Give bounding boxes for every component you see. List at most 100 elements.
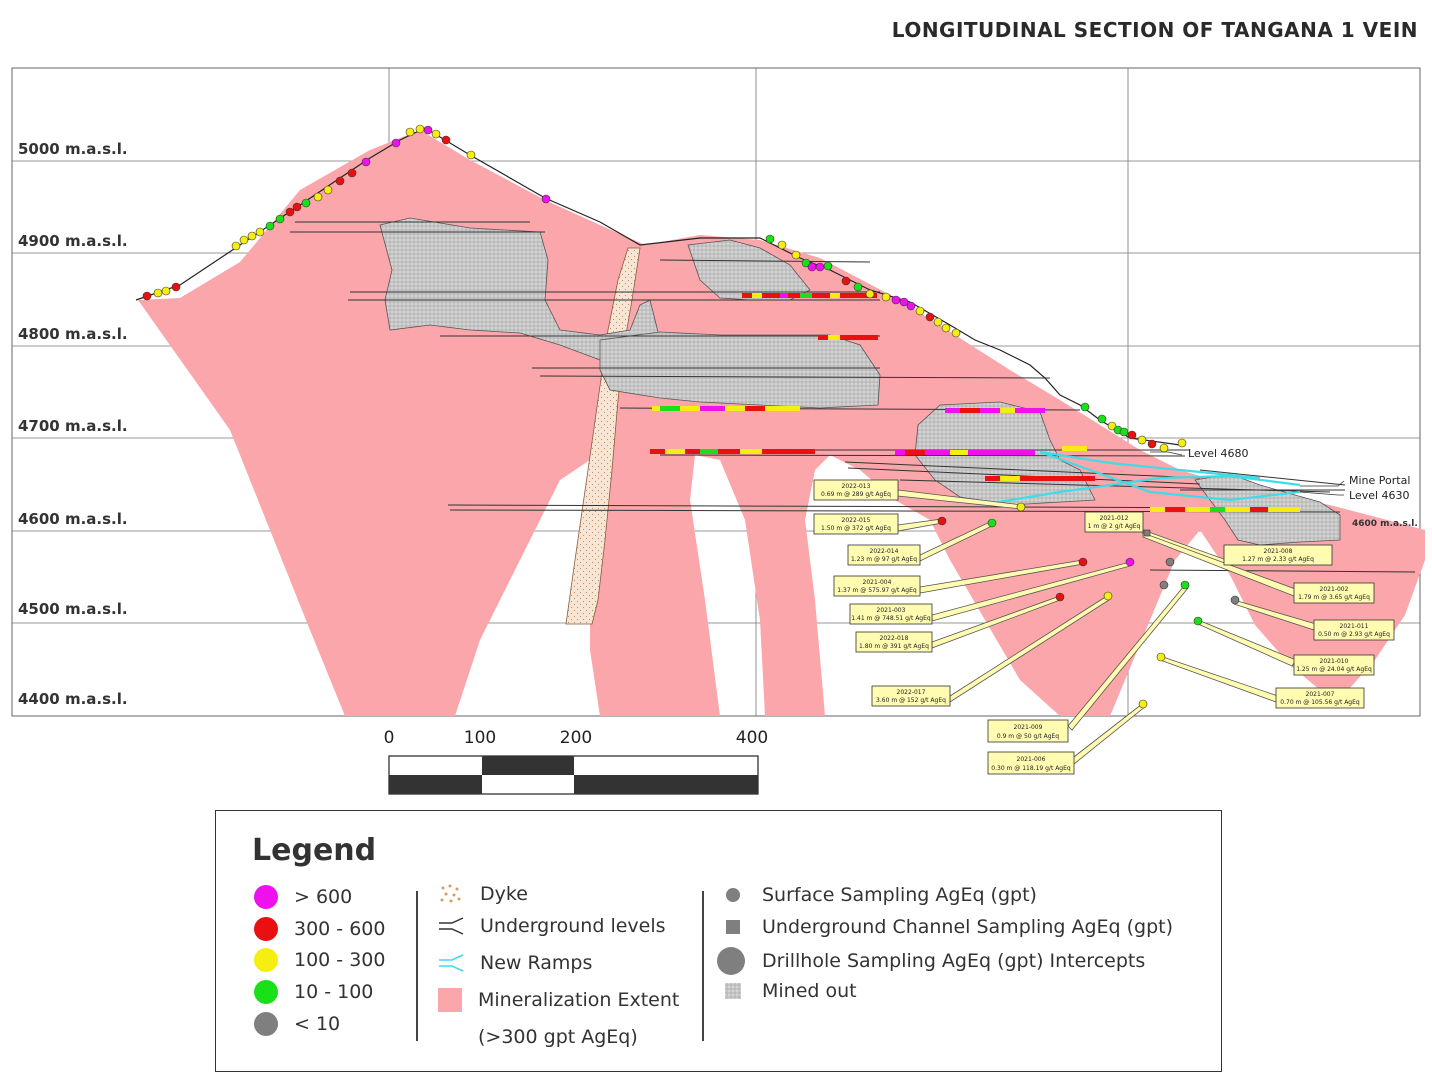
elevation-label: 4400 m.a.s.l. xyxy=(18,690,128,708)
label-level-4630: Level 4630 xyxy=(1349,489,1410,502)
legend-mineralization-note: (>300 gpt AgEq) xyxy=(478,1026,638,1048)
callout-id: 2021-006 xyxy=(1017,756,1046,763)
callout-text: 0.9 m @ 50 g/t AgEq xyxy=(997,733,1059,740)
legend-drillhole-sampling: Drillhole Sampling AgEq (gpt) Intercepts xyxy=(716,947,1145,975)
elevation-label: 5000 m.a.s.l. xyxy=(18,140,128,158)
mineralization-extent xyxy=(138,130,1425,716)
callout-id: 2021-011 xyxy=(1340,623,1369,630)
legend-grade-gt600: > 600 xyxy=(254,885,352,909)
elevation-label: 4900 m.a.s.l. xyxy=(18,232,128,250)
callout-text: 1.25 m @ 24.04 g/t AgEq xyxy=(1296,666,1372,673)
callout-id: 2021-012 xyxy=(1100,515,1129,522)
legend-divider xyxy=(416,891,418,1041)
callout-id: 2022-013 xyxy=(842,483,871,490)
magenta-dot-icon xyxy=(254,885,278,909)
callout-id: 2021-002 xyxy=(1320,586,1349,593)
legend-label: Underground levels xyxy=(480,915,666,937)
callout-id: 2022-018 xyxy=(880,635,909,642)
legend-label: 100 - 300 xyxy=(294,949,386,971)
legend-grade-10-100: 10 - 100 xyxy=(254,980,373,1004)
drillhole-sampling-icon xyxy=(716,947,746,975)
callout-text: 0.50 m @ 2.93 g/t AgEq xyxy=(1318,631,1390,638)
longitudinal-section: 2022-013 0.69 m @ 289 g/t AgEq 2022-015 … xyxy=(11,67,1425,795)
channel-samples xyxy=(650,293,1300,512)
legend-label: 10 - 100 xyxy=(294,981,374,1003)
legend-mined-out: Mined out xyxy=(720,980,857,1002)
legend-label: < 10 xyxy=(294,1013,341,1035)
underground-levels-icon xyxy=(439,917,464,935)
callout-id: 2022-014 xyxy=(870,548,899,555)
legend-underground-levels: Underground levels xyxy=(438,915,666,937)
callout-id: 2022-015 xyxy=(842,517,871,524)
surface-samples xyxy=(142,124,1187,453)
legend-channel-sampling: Underground Channel Sampling AgEq (gpt) xyxy=(720,916,1173,938)
elevation-label: 4700 m.a.s.l. xyxy=(18,417,128,435)
callout-text: 0.70 m @ 105.56 g/t AgEq xyxy=(1280,699,1360,706)
callout-text: 1.27 m @ 2.33 g/t AgEq xyxy=(1242,556,1314,563)
scale-tick: 400 xyxy=(736,728,768,748)
legend: Legend > 600 300 - 600 100 - 300 10 - 10… xyxy=(215,810,1222,1072)
label-4600-small: 4600 m.a.s.l. xyxy=(1352,519,1418,529)
legend-title: Legend xyxy=(252,833,377,868)
scale-tick: 100 xyxy=(464,728,496,748)
callout-text: 1 m @ 2 g/t AgEq xyxy=(1088,523,1141,530)
legend-surface-sampling: Surface Sampling AgEq (gpt) xyxy=(720,884,1037,906)
legend-dyke: Dyke xyxy=(438,883,528,905)
new-ramps xyxy=(979,450,1301,507)
callout-text: 0.69 m @ 289 g/t AgEq xyxy=(821,491,891,498)
scale-bar: 0 100 200 400 xyxy=(384,728,768,795)
green-dot-icon xyxy=(254,980,278,1004)
elevation-label: 4600 m.a.s.l. xyxy=(18,510,128,528)
callout-text: 3.60 m @ 152 g/t AgEq xyxy=(876,697,946,704)
legend-grade-300-600: 300 - 600 xyxy=(254,917,385,941)
gray-dot-icon xyxy=(254,1012,278,1036)
legend-label: New Ramps xyxy=(480,952,593,974)
callout-text: 1.23 m @ 97 g/t AgEq xyxy=(851,556,917,563)
elevation-label: 4500 m.a.s.l. xyxy=(18,600,128,618)
callout-texts: 2022-013 0.69 m @ 289 g/t AgEq 2022-015 … xyxy=(821,483,1390,772)
elevation-labels: 5000 m.a.s.l. 4900 m.a.s.l. 4800 m.a.s.l… xyxy=(18,140,128,708)
level-labels: Level 4680 Mine Portal Level 4630 4600 m… xyxy=(1150,447,1418,529)
channel-sampling-icon xyxy=(720,920,746,934)
mineralization-swatch-icon xyxy=(438,988,462,1012)
drillhole-intercepts xyxy=(937,502,1240,709)
scale-tick: 0 xyxy=(384,728,395,748)
callout-text: 0.30 m @ 118.19 g/t AgEq xyxy=(991,765,1071,772)
callout-id: 2022-017 xyxy=(897,689,926,696)
label-level-4680: Level 4680 xyxy=(1188,447,1249,460)
callout-text: 1.80 m @ 391 g/t AgEq xyxy=(859,643,929,650)
surface-sampling-icon xyxy=(720,888,746,902)
legend-grade-lt10: < 10 xyxy=(254,1012,340,1036)
legend-label: Dyke xyxy=(480,883,528,905)
callout-text: 1.37 m @ 575.97 g/t AgEq xyxy=(837,587,917,594)
callout-text: 1.50 m @ 372 g/t AgEq xyxy=(821,525,891,532)
dyke-icon xyxy=(440,884,461,903)
legend-grade-100-300: 100 - 300 xyxy=(254,948,385,972)
drillhole-callouts: 2022-013 0.69 m @ 289 g/t AgEq 2022-015 … xyxy=(813,479,1395,775)
legend-label: Underground Channel Sampling AgEq (gpt) xyxy=(762,916,1174,938)
callout-id: 2021-007 xyxy=(1306,691,1335,698)
callout-id: 2021-003 xyxy=(877,607,906,614)
legend-mineralization: Mineralization Extent xyxy=(438,988,679,1012)
callout-id: 2021-010 xyxy=(1320,658,1349,665)
red-dot-icon xyxy=(254,917,278,941)
new-ramps-icon xyxy=(439,954,464,972)
scale-tick: 200 xyxy=(560,728,592,748)
page-title: LONGITUDINAL SECTION OF TANGANA 1 VEIN xyxy=(891,18,1418,42)
legend-new-ramps: New Ramps xyxy=(438,952,592,974)
callout-boxes xyxy=(813,479,1395,775)
callout-text: 1.41 m @ 748.51 g/t AgEq xyxy=(851,615,931,622)
callout-id: 2021-009 xyxy=(1014,724,1043,731)
legend-label: Mined out xyxy=(762,980,857,1002)
elevation-label: 4800 m.a.s.l. xyxy=(18,325,128,343)
legend-label: > 600 xyxy=(294,886,353,908)
label-mine-portal: Mine Portal xyxy=(1349,474,1410,487)
legend-label: Mineralization Extent xyxy=(478,989,680,1011)
legend-label: (>300 gpt AgEq) xyxy=(478,1026,638,1048)
callout-id: 2021-008 xyxy=(1264,548,1293,555)
legend-label: 300 - 600 xyxy=(294,918,386,940)
legend-label: Drillhole Sampling AgEq (gpt) Intercepts xyxy=(762,950,1146,972)
callout-id: 2021-004 xyxy=(863,579,892,586)
yellow-dot-icon xyxy=(254,948,278,972)
legend-label: Surface Sampling AgEq (gpt) xyxy=(762,884,1037,906)
